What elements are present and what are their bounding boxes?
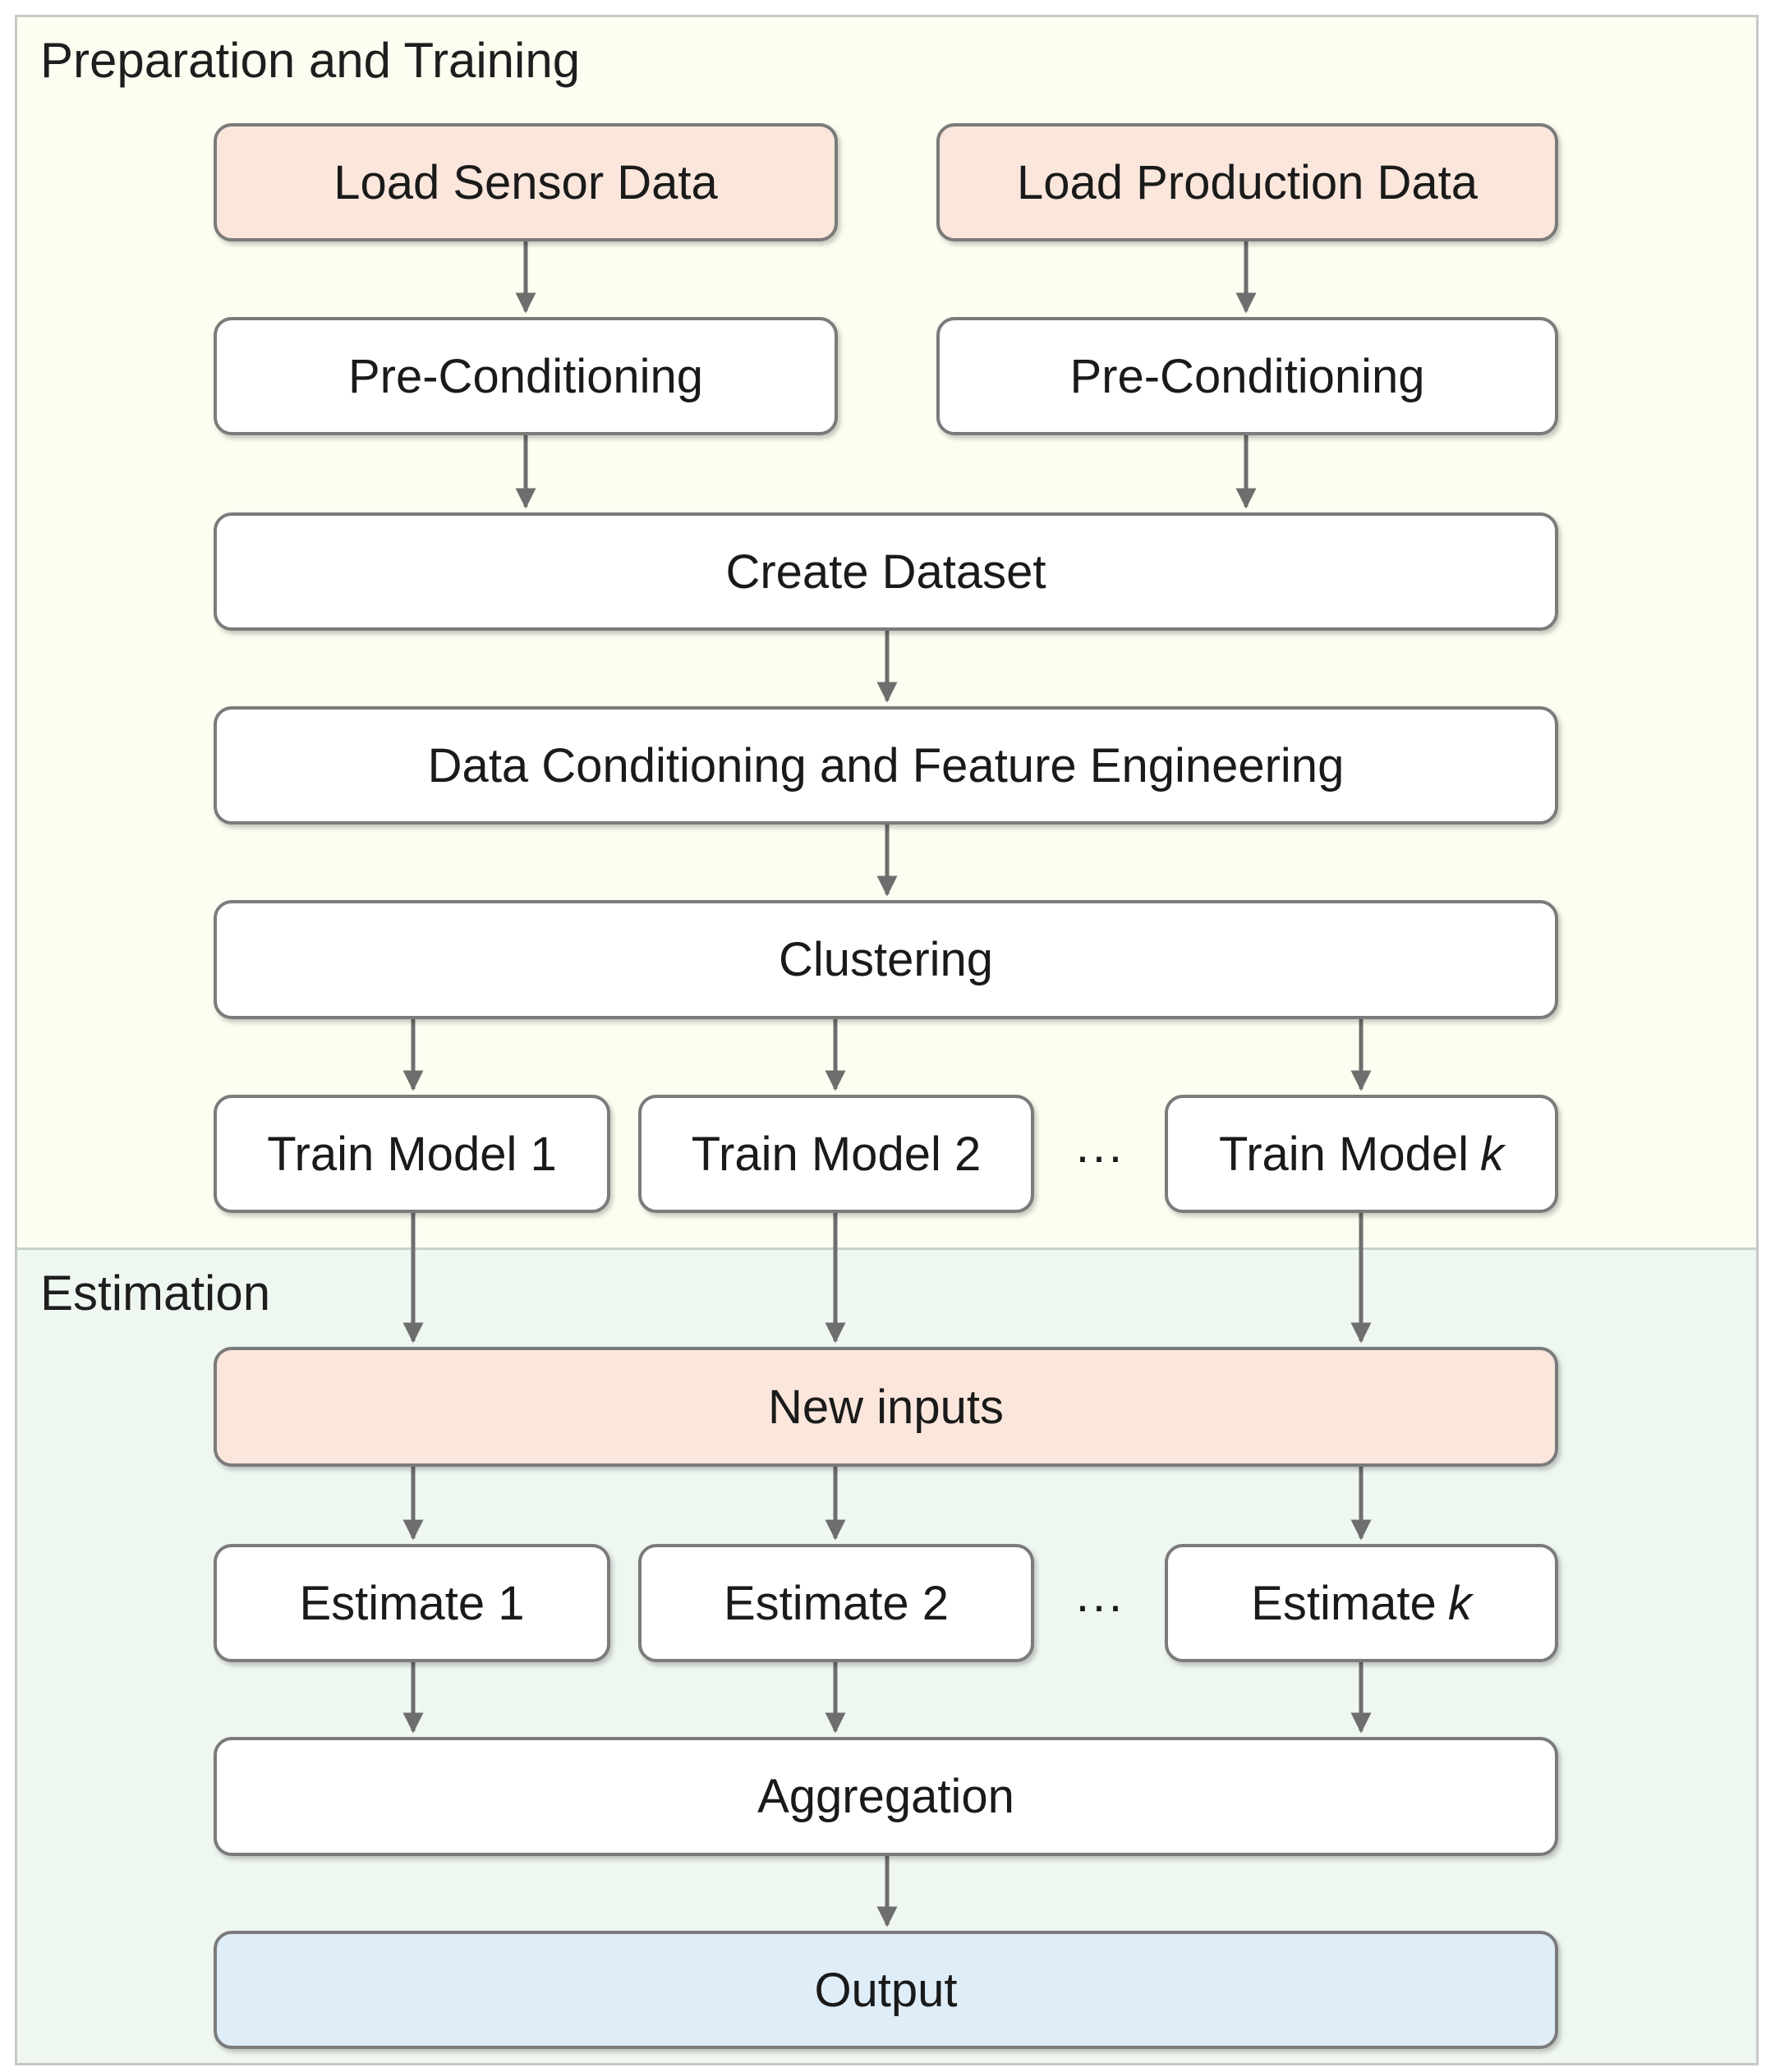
feature-engineering-box: Data Conditioning and Feature Engineerin… [214,706,1558,825]
estimate-k-label: Estimate [1251,1576,1437,1630]
load-production-data-box: Load Production Data [936,123,1558,241]
train-model-k-label: Train Model [1218,1127,1469,1181]
train-model-k-variable: k [1480,1127,1505,1181]
train-ellipsis: ··· [1074,1128,1124,1183]
create-dataset-box: Create Dataset [214,512,1558,631]
aggregation-box: Aggregation [214,1737,1558,1856]
new-inputs-box: New inputs [214,1347,1558,1467]
section-title-preparation: Preparation and Training [40,33,581,88]
clustering-box: Clustering [214,900,1558,1019]
pre-conditioning-left-box: Pre-Conditioning [214,317,838,435]
pre-conditioning-right-box: Pre-Conditioning [936,317,1558,435]
train-model-1-box: Train Model 1 [214,1095,610,1213]
section-title-estimation: Estimation [40,1266,271,1321]
estimate-ellipsis: ··· [1074,1578,1124,1633]
load-sensor-data-box: Load Sensor Data [214,123,838,241]
train-model-2-box: Train Model 2 [638,1095,1034,1213]
estimate-1-box: Estimate 1 [214,1544,610,1662]
estimate-2-box: Estimate 2 [638,1544,1034,1662]
estimate-k-variable: k [1447,1576,1472,1630]
output-box: Output [214,1931,1558,2049]
